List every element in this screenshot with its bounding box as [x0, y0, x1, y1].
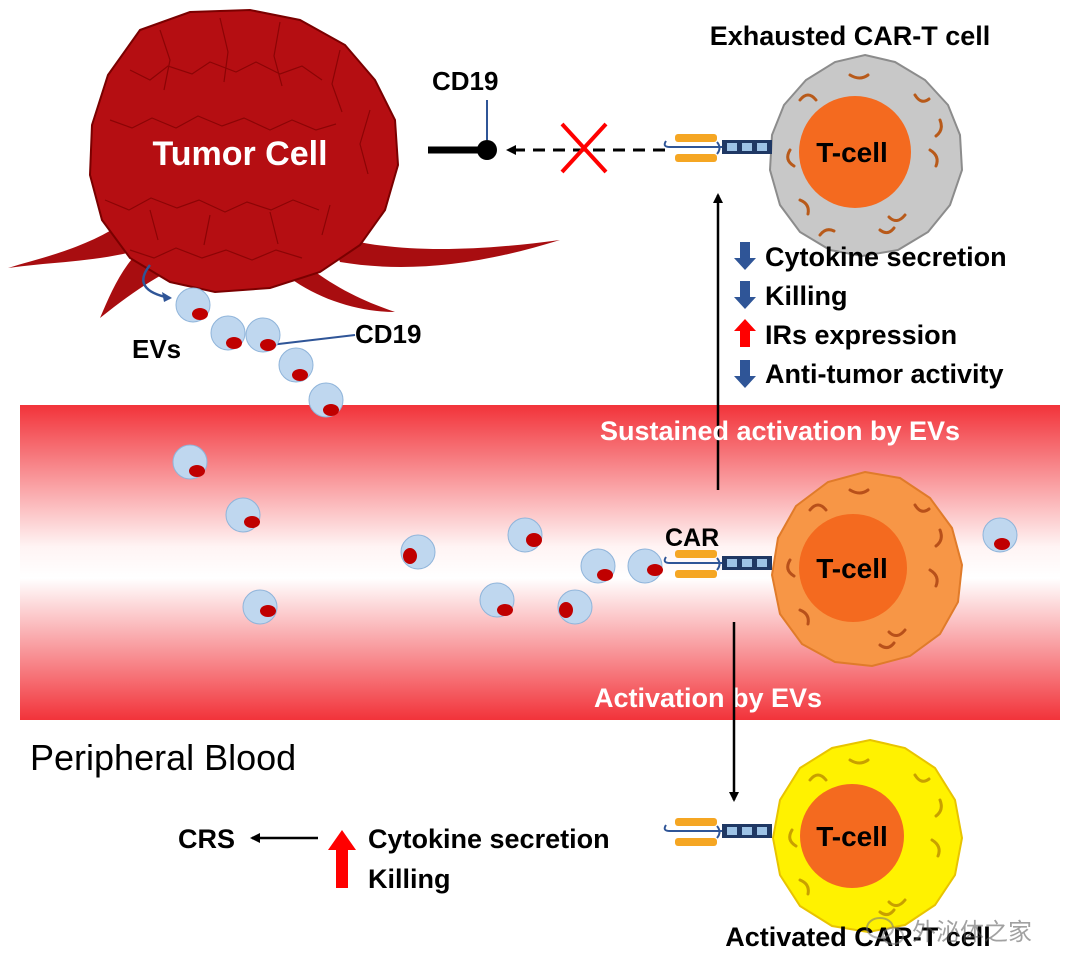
car-label: CAR [665, 524, 719, 552]
activated-effect-cytokine: Cytokine secretion [368, 824, 610, 854]
svg-text:Killing: Killing [765, 281, 848, 311]
activated-car-t-cell: T-cell [771, 738, 964, 934]
down-arrow-icon [734, 242, 756, 270]
cd19-ev-pointer [269, 334, 356, 346]
ev [982, 517, 1018, 553]
car-receptor-bottom [663, 818, 772, 846]
ev [479, 582, 515, 618]
watermark: 外泌体之家 [866, 917, 1032, 946]
crs-label: CRS [178, 824, 235, 854]
activated-cell-title: Activated CAR-T cell [725, 922, 991, 952]
ev [278, 347, 314, 383]
ev [557, 589, 593, 625]
band-sustained-label: Sustained activation by EVs [600, 416, 960, 446]
ev [225, 497, 261, 533]
car-receptor-top [663, 134, 772, 162]
cd19-top-label: CD19 [432, 66, 498, 96]
peripheral-blood-label: Peripheral Blood [30, 737, 296, 778]
cd19-ev-label: CD19 [355, 319, 421, 349]
tumor-cell-label: Tumor Cell [152, 135, 327, 173]
svg-text:IRs expression: IRs expression [765, 320, 957, 350]
tumor-cell: Tumor Cell [8, 8, 560, 318]
down-arrow-icon [734, 360, 756, 388]
up-arrow-icon [734, 319, 756, 347]
car-receptor-mid [663, 550, 772, 578]
ev [242, 589, 278, 625]
effect-item: IRs expression [734, 319, 957, 350]
block-cross-icon [560, 122, 608, 174]
ev [210, 315, 246, 351]
tumor-body [88, 8, 400, 294]
wechat-icon [866, 917, 904, 945]
up-arrow-icon [328, 830, 356, 888]
activated-effect-killing: Killing [368, 864, 451, 894]
ev [580, 548, 616, 584]
exhausted-effects-list: Cytokine secretion Killing IRs expressio… [734, 242, 1007, 389]
exhausted-car-t-cell: T-cell [768, 53, 964, 258]
tcell-top-label: T-cell [816, 137, 888, 168]
band-activation-label: Activation by EVs [594, 683, 822, 713]
tcell-bottom-label: T-cell [816, 821, 888, 852]
nucleus [799, 514, 907, 622]
nucleus [800, 784, 904, 888]
cd19-receptor [428, 100, 497, 160]
ev [400, 534, 436, 570]
ev [627, 548, 663, 584]
exhausted-cell-title: Exhausted CAR-T cell [710, 21, 991, 51]
ev [308, 382, 344, 418]
effect-item: Anti-tumor activity [734, 359, 1004, 389]
ev [175, 287, 211, 323]
ev [172, 444, 208, 480]
svg-text:Anti-tumor activity: Anti-tumor activity [765, 359, 1004, 389]
tcell-mid-label: T-cell [816, 553, 888, 584]
effect-item: Killing [734, 281, 848, 311]
effect-item: Cytokine secretion [734, 242, 1007, 272]
active-car-t-cell: T-cell [770, 470, 964, 668]
watermark-text: 外泌体之家 [912, 919, 1032, 946]
down-arrow-icon [734, 281, 756, 309]
ev [245, 317, 281, 353]
svg-text:Cytokine secretion: Cytokine secretion [765, 242, 1007, 272]
nucleus [799, 96, 911, 208]
extracellular-vesicles [172, 287, 1018, 625]
ev [507, 517, 543, 553]
tumor-texture [104, 17, 371, 261]
evs-label: EVs [132, 334, 181, 364]
